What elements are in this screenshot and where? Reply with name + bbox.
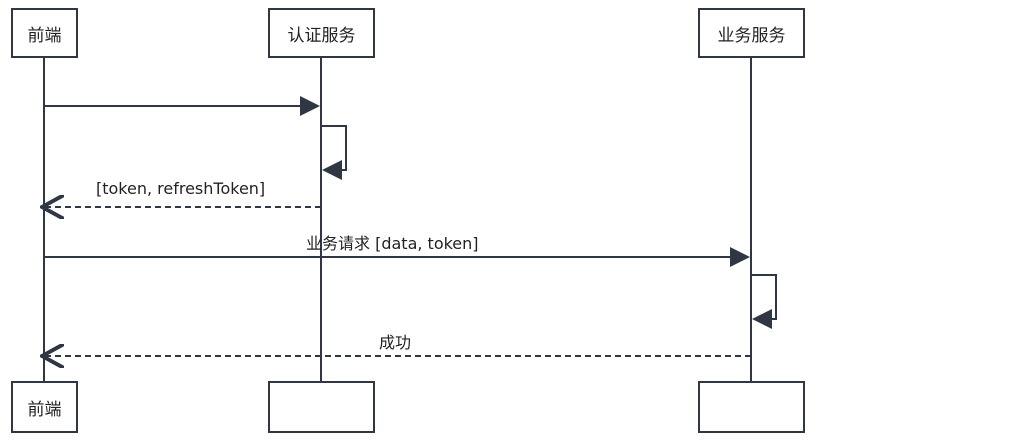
participant-header-auth: 认证服务	[268, 8, 375, 58]
message-label-token: [token, refreshToken]	[96, 179, 266, 198]
self-call-biz	[751, 274, 777, 329]
participant-footer-frontend: 前端	[11, 381, 78, 433]
message-label-biz-request: 业务请求 [data, token]	[306, 234, 479, 253]
participant-footer-biz	[698, 381, 805, 433]
participant-footer-auth	[268, 381, 375, 433]
message-label-success: 成功	[379, 333, 412, 352]
participant-label: 认证服务	[287, 25, 356, 46]
participant-header-frontend: 前端	[11, 8, 78, 58]
participant-label: 前端	[27, 399, 62, 420]
participant-label: 前端	[27, 25, 62, 46]
participant-header-biz: 业务服务	[698, 8, 805, 58]
self-call-auth	[321, 125, 347, 180]
participant-label: 业务服务	[717, 25, 786, 46]
